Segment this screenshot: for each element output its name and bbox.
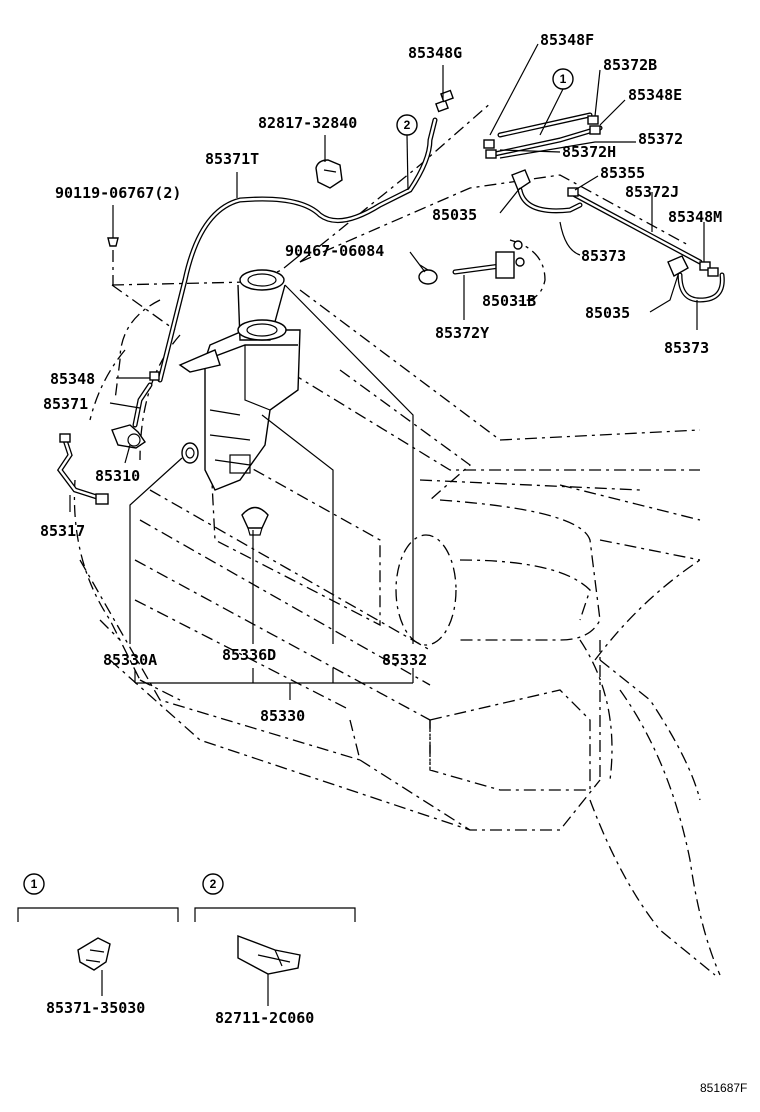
callout-2-legend: 2 xyxy=(210,877,217,891)
leader-lines xyxy=(69,43,705,700)
label-85373-lower: 85373 xyxy=(664,339,709,357)
label-85348M: 85348M xyxy=(668,208,722,226)
label-85332: 85332 xyxy=(382,651,427,669)
label-85355: 85355 xyxy=(600,164,645,182)
legend-item-2: 2 xyxy=(194,873,356,1006)
callout-1-legend: 1 xyxy=(31,877,38,891)
label-85336D: 85336D xyxy=(222,646,276,664)
label-85317: 85317 xyxy=(40,522,85,540)
label-82711-2C060: 82711-2C060 xyxy=(215,1009,314,1027)
washer-nozzles xyxy=(511,169,689,277)
washer-pump xyxy=(111,424,146,449)
label-85373-upper: 85373 xyxy=(581,247,626,265)
callout-markers: 1 2 xyxy=(396,68,574,136)
label-85035-upper: 85035 xyxy=(432,206,477,224)
label-85372B: 85372B xyxy=(603,56,657,74)
label-85372: 85372 xyxy=(638,130,683,148)
legend-item-1: 1 xyxy=(17,873,179,996)
label-85348E: 85348E xyxy=(628,86,682,104)
label-90119-06767: 90119-06767(2) xyxy=(55,184,181,202)
clip-90467 xyxy=(418,264,438,285)
figure-code: 851687F xyxy=(700,1081,747,1095)
callout-2-top: 2 xyxy=(404,118,411,132)
label-85372H: 85372H xyxy=(562,143,616,161)
label-85348F: 85348F xyxy=(540,31,594,49)
label-85372Y: 85372Y xyxy=(435,324,489,342)
label-85348G: 85348G xyxy=(408,44,462,62)
hose-joints xyxy=(59,89,719,505)
washer-tank xyxy=(178,269,301,491)
bracket-85031B xyxy=(495,239,546,302)
level-sensor xyxy=(241,506,269,536)
label-85372J: 85372J xyxy=(625,183,679,201)
label-85371-35030: 85371-35030 xyxy=(46,999,145,1017)
clip-82817 xyxy=(315,159,343,189)
label-82817-32840: 82817-32840 xyxy=(258,114,357,132)
label-85330: 85330 xyxy=(260,707,305,725)
label-85330A: 85330A xyxy=(103,651,157,669)
pump-grommet xyxy=(181,442,199,464)
label-85348: 85348 xyxy=(50,370,95,388)
label-85035-lower: 85035 xyxy=(585,304,630,322)
callout-1-top: 1 xyxy=(560,72,567,86)
label-85310: 85310 xyxy=(95,467,140,485)
label-90467-06084: 90467-06084 xyxy=(285,242,384,260)
label-85031B: 85031B xyxy=(482,292,536,310)
label-85371T: 85371T xyxy=(205,150,259,168)
hoses xyxy=(56,112,725,501)
bolt-90119 xyxy=(107,228,119,285)
part-labels: 85348G 85348F 85372B 85348E 85372 85372H… xyxy=(40,31,747,1095)
vehicle-body-outline xyxy=(73,101,721,976)
label-85371: 85371 xyxy=(43,395,88,413)
